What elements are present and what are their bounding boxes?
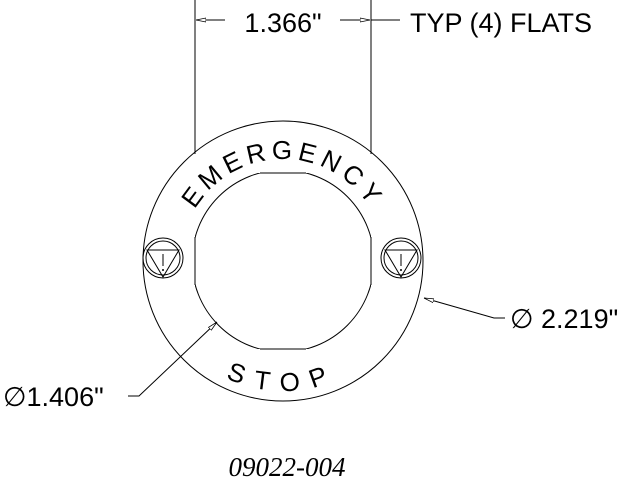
arc-text-top: EMERGENCY (175, 135, 391, 213)
arc-text-bottom: STOP (224, 356, 343, 398)
flat-dimension-value: 1.366" (244, 8, 321, 38)
inner-diameter-value: ∅1.406" (3, 382, 104, 412)
warning-triangle-icon (142, 237, 184, 279)
inner-diameter-callout: ∅1.406" (3, 321, 218, 412)
flat-note: TYP (4) FLATS (410, 8, 592, 38)
outer-diameter-value: ∅ 2.219" (510, 304, 618, 334)
warning-triangle-icon (380, 237, 422, 279)
inner-bore-with-flats (194, 172, 372, 350)
outer-diameter-callout: ∅ 2.219" (424, 297, 618, 334)
part-number: 09022-004 (229, 452, 346, 482)
flat-dimension: 1.366" TYP (4) FLATS (194, 0, 592, 154)
